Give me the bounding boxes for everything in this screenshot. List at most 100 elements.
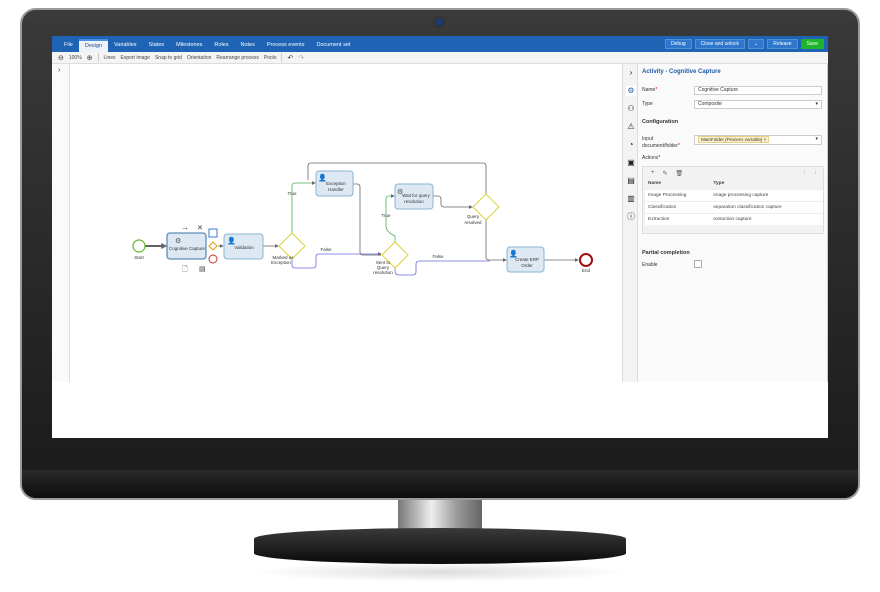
svg-text:Exception: Exception (271, 260, 291, 265)
properties-icon: ▤ (199, 266, 206, 273)
enable-label: Enable (642, 262, 658, 268)
process-diagram: Start End ⚙ Cognitive Capture → ✕ 🗋 ▤ 👤 … (132, 162, 593, 276)
move-down-icon[interactable]: ↓ (814, 170, 817, 176)
enable-checkbox[interactable] (694, 260, 702, 268)
dropdown-caret-icon: ▾ (815, 101, 818, 107)
input-label-1: Input (642, 136, 654, 142)
input-folder-select[interactable]: MainFolder (Process variable) × ▾ (694, 135, 822, 145)
user-icon: 👤 (227, 236, 236, 245)
gears-settings-icon[interactable]: ⚙ (626, 86, 636, 96)
gateway-query-resolved (472, 193, 500, 221)
type-select[interactable]: Composite▾ (694, 100, 822, 109)
task-wait-for-query[interactable]: ⚙ Wait for query resolution (394, 183, 434, 210)
gears-icon: ⚙ (175, 237, 181, 245)
divider (281, 53, 283, 62)
webcam (433, 16, 445, 28)
svg-text:Sent to: Sent to (376, 260, 391, 265)
svg-text:Validation: Validation (234, 245, 254, 250)
tab-notes[interactable]: Notes (240, 42, 255, 48)
zoom-out-icon[interactable]: ⊖ (58, 54, 64, 62)
close-unlock-button[interactable]: Close and unlock (694, 39, 746, 49)
redo-icon[interactable]: ↷ (298, 54, 305, 62)
name-label: Name* (642, 87, 658, 93)
save-button[interactable]: Save (800, 39, 824, 49)
move-up-icon[interactable]: ↑ (803, 170, 806, 176)
assign-user-icon[interactable]: ⚇ (627, 104, 635, 113)
append-gateway-icon (208, 241, 218, 251)
undo-icon[interactable]: ↶ (287, 54, 294, 62)
task-create-erp-order[interactable]: 👤 Create ERP Order (506, 246, 545, 273)
tab-design[interactable]: Design (78, 39, 108, 52)
svg-text:Wait for query: Wait for query (402, 193, 431, 198)
tab-milestones[interactable]: Milestones (176, 42, 203, 48)
gateway-sent-to-query (381, 241, 409, 269)
name-input[interactable]: Cognitive Capture (694, 86, 822, 95)
warning-icon[interactable]: ⚠ (627, 122, 635, 131)
false-label: False (320, 247, 332, 252)
zoom-level: 100% (68, 54, 82, 61)
monitor-chin (22, 470, 858, 498)
svg-text:Query: Query (377, 265, 390, 270)
flow-loop (307, 162, 487, 194)
camera-icon[interactable]: ▣ (627, 158, 635, 167)
release-button[interactable]: Release (767, 39, 798, 49)
clipboard-question-icon[interactable]: ▥ (627, 194, 635, 203)
dropdown-caret-icon: ▾ (815, 136, 818, 142)
add-icon[interactable]: + (651, 170, 655, 176)
tab-process-events[interactable]: Process events (266, 42, 305, 48)
debug-button[interactable]: Debug (664, 39, 692, 49)
snap-to-grid-button[interactable]: Snap to grid (154, 54, 182, 61)
action-type: image processing capture (710, 188, 823, 201)
pools-button[interactable]: Pools (263, 54, 277, 61)
end-event (579, 253, 593, 267)
tab-variables[interactable]: Variables (114, 42, 137, 48)
timer-icon[interactable]: ◔ (628, 140, 634, 149)
collapse-panel-icon[interactable]: › (629, 68, 633, 77)
tab-roles[interactable]: Roles (214, 42, 229, 48)
annotation-icon: 🗋 (182, 265, 188, 273)
info-icon[interactable]: ⓘ (627, 212, 635, 221)
clipboard-icon[interactable]: ▤ (627, 176, 635, 185)
expand-left-icon[interactable]: › (58, 67, 61, 74)
task-exception-handler[interactable]: 👤 Exception Handler (315, 170, 354, 197)
properties-panel: Activity - Cognitive Capture Name* Cogni… (638, 64, 828, 382)
flow-wait-resolved (433, 195, 473, 209)
tab-document-set[interactable]: Document set (316, 42, 351, 48)
svg-text:Query: Query (467, 214, 480, 219)
menu-bar: File Design Variables States Milestones … (52, 36, 828, 52)
svg-text:Exception: Exception (326, 181, 346, 186)
partial-completion-heading: Partial completion (642, 250, 690, 256)
delete-icon[interactable]: 🗑 (675, 170, 684, 177)
close-unlock-dropdown[interactable]: ⌄ (748, 39, 765, 49)
input-label-2: document/folder* (642, 143, 680, 149)
tab-file[interactable]: File (64, 42, 73, 48)
svg-text:resolution: resolution (373, 270, 393, 275)
panel-title: Activity - Cognitive Capture (642, 69, 721, 75)
task-validation[interactable]: 👤 Validation (223, 233, 264, 260)
actions-label: Actions* (642, 155, 661, 161)
svg-text:Cognitive Capture: Cognitive Capture (169, 246, 206, 251)
start-label: Start (134, 255, 144, 260)
column-header-name: Name (648, 181, 662, 187)
flow-false-erp (394, 260, 490, 276)
true-label: True (381, 213, 391, 218)
mainfolder-chip: MainFolder (Process variable) × (698, 136, 770, 143)
append-end-icon (208, 254, 218, 264)
svg-text:resolved: resolved (464, 220, 482, 225)
zoom-in-icon[interactable]: ⊕ (86, 54, 93, 62)
orientation-button[interactable]: Orientation (186, 54, 212, 61)
edit-icon[interactable]: ✎ (662, 170, 668, 177)
lines-button[interactable]: Lines (103, 54, 116, 61)
stand-shadow (250, 562, 630, 582)
tab-states[interactable]: States (148, 42, 165, 48)
action-type: extraction capture (710, 212, 823, 225)
rearrange-process-button[interactable]: Rearrange process (216, 54, 259, 61)
svg-text:Create ERP: Create ERP (515, 257, 539, 262)
configuration-heading: Configuration (642, 119, 679, 125)
export-image-button[interactable]: Export image (120, 54, 150, 61)
task-cognitive-capture[interactable]: ⚙ Cognitive Capture (166, 232, 207, 260)
